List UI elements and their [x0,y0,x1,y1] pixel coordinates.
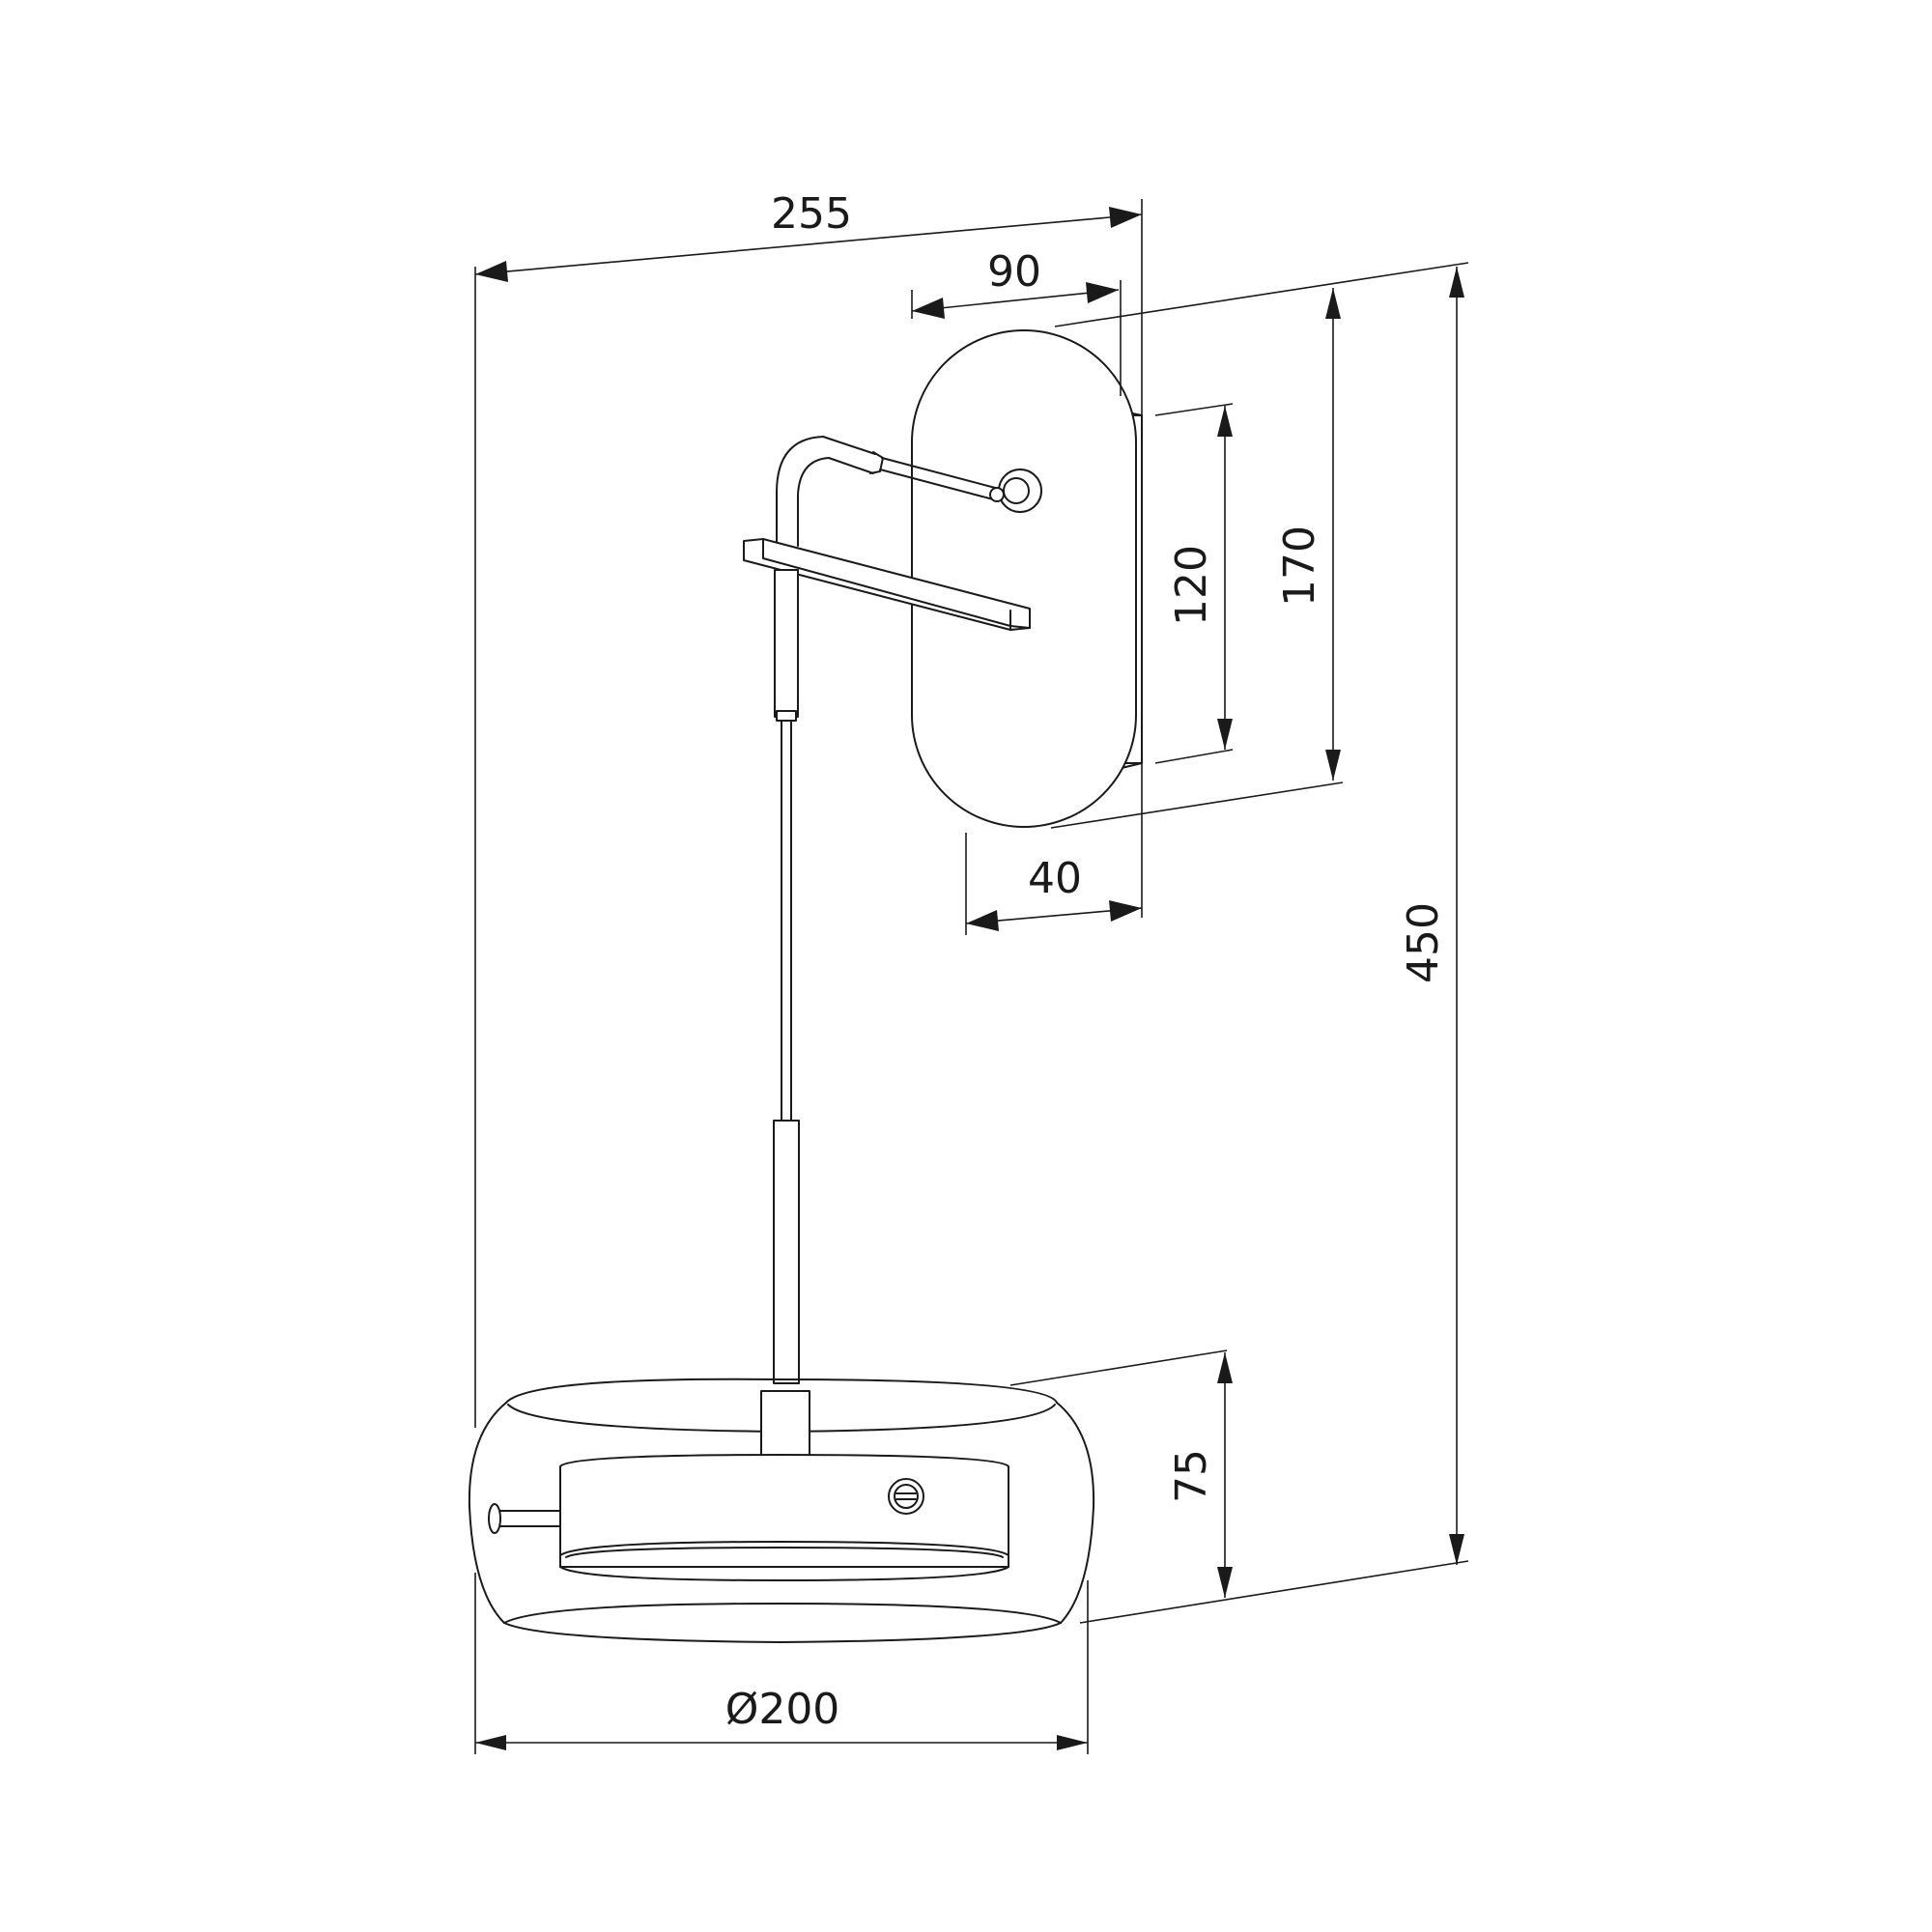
dim-total-height: 450 [1399,902,1448,983]
dim-shade-diameter: Ø200 [725,1685,840,1734]
extension-lines [474,199,1469,1754]
lamp-shade [468,1378,1095,1643]
wall-plate [911,329,1143,828]
dimension-labels: 255 90 40 120 170 450 75 Ø200 [725,189,1448,1734]
lamp-arm [743,436,1042,1384]
dim-total-width: 255 [771,189,852,239]
dim-plate-height: 170 [1275,526,1324,607]
dim-plate-depth: 40 [1028,854,1082,903]
dim-mount-height: 120 [1167,545,1216,626]
dim-plate-width: 90 [987,247,1041,297]
dim-shade-height: 75 [1167,1449,1216,1503]
dimension-lines [474,207,1464,1750]
